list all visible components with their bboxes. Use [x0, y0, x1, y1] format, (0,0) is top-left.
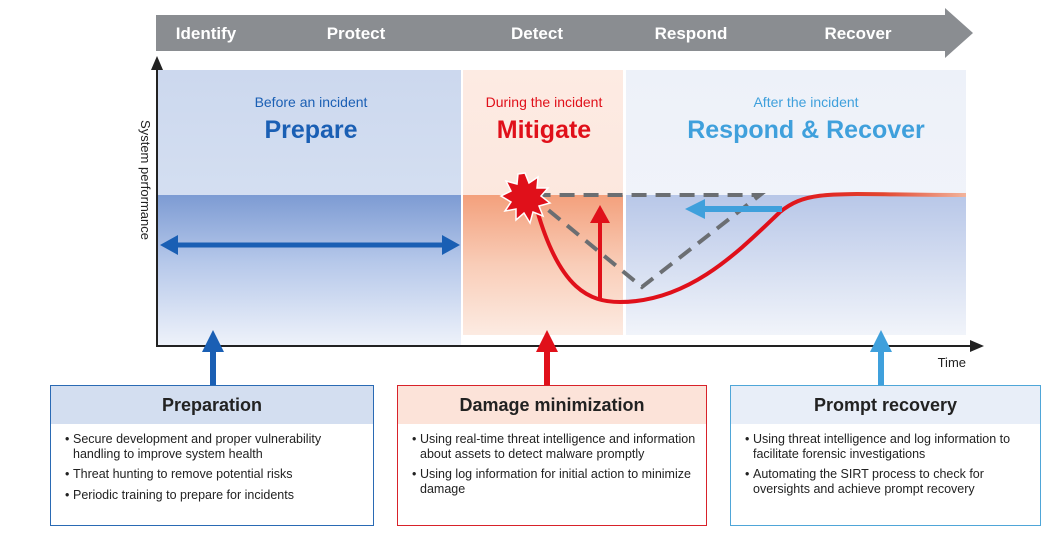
phase-respond: Respond [655, 24, 728, 43]
recovery-bullet-list: Using threat intelligence and log inform… [731, 424, 1040, 496]
damage-minimization-card: Damage minimization Using real-time thre… [397, 385, 707, 526]
mitigate-title: Mitigate [497, 116, 592, 144]
axes [151, 56, 984, 352]
phase-recover: Recover [824, 24, 891, 43]
preparation-card-title: Preparation [51, 386, 373, 424]
before-subtitle: Before an incident [255, 94, 368, 110]
mitigation-up-arrow [590, 205, 610, 300]
recovery-bullet: Using threat intelligence and log inform… [745, 432, 1030, 461]
recovery-performance-curve [778, 192, 967, 214]
preparation-bullet: Periodic training to prepare for inciden… [65, 488, 363, 503]
damage-bullet: Using real-time threat intelligence and … [412, 432, 696, 461]
recovery-card-title: Prompt recovery [731, 386, 1040, 424]
prepare-double-arrow [160, 235, 460, 255]
prepare-title: Prepare [264, 116, 357, 144]
prompt-recovery-card: Prompt recovery Using threat intelligenc… [730, 385, 1041, 526]
unmitigated-impact-dashed-line [525, 193, 766, 290]
damage-card-title: Damage minimization [398, 386, 706, 424]
damage-connector-arrow [536, 330, 558, 385]
before-incident-fill [157, 195, 461, 345]
x-axis-label: Time [938, 355, 966, 370]
during-subtitle: During the incident [486, 94, 603, 110]
preparation-bullet-list: Secure development and proper vulnerabil… [51, 424, 373, 502]
recovery-connector-arrow [870, 330, 892, 385]
preparation-card: Preparation Secure development and prope… [50, 385, 374, 526]
incident-burst-icon [499, 172, 552, 225]
preparation-connector-arrow [202, 330, 224, 385]
damage-bullet-list: Using real-time threat intelligence and … [398, 424, 706, 496]
phase-detect: Detect [511, 24, 563, 43]
after-incident-fill [626, 195, 966, 335]
damage-bullet: Using log information for initial action… [412, 467, 696, 496]
mitigated-performance-curve [535, 209, 782, 305]
y-axis-label: System performance [138, 120, 153, 240]
recovery-bullet: Automating the SIRT process to check for… [745, 467, 1030, 496]
phase-bar: Identify Protect Detect Respond Recover [156, 8, 973, 58]
after-subtitle: After the incident [753, 94, 858, 110]
phase-protect: Protect [327, 24, 386, 43]
respond-recover-title: Respond & Recover [687, 116, 925, 144]
preparation-bullet: Secure development and proper vulnerabil… [65, 432, 363, 461]
preparation-bullet: Threat hunting to remove potential risks [65, 467, 363, 482]
recovery-left-arrow [685, 199, 782, 219]
phase-identify: Identify [176, 24, 237, 43]
